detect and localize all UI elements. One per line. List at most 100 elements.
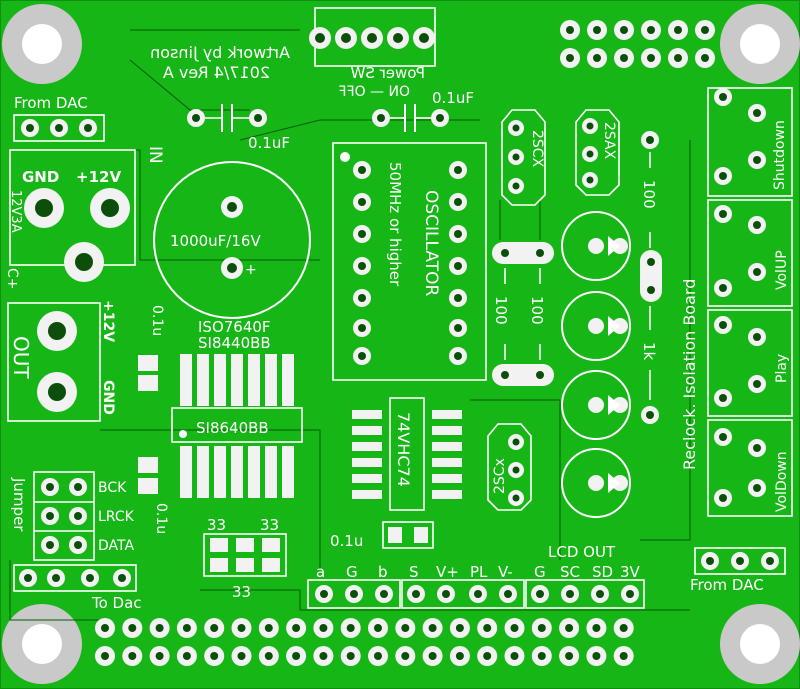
gpio-header[interactable]: [95, 618, 634, 666]
resistor-pair-100: [492, 242, 554, 386]
hdr-pl-text: PL: [470, 563, 488, 581]
led-3: [561, 370, 631, 440]
jumper-block[interactable]: [33, 471, 95, 561]
btn-play-text: Play: [774, 354, 790, 383]
chip-74vhc74: [352, 397, 462, 511]
gpio-pad-hole: [483, 652, 492, 660]
gnd-text: GND: [22, 168, 59, 186]
r100-c-text: 100: [640, 180, 658, 209]
gpio-pad-hole: [292, 624, 301, 632]
si8640bb-text: SI8640BB: [196, 419, 269, 437]
power-switch-header[interactable]: [309, 7, 436, 67]
gpio-pad-hole: [455, 652, 464, 660]
r33-resistor-array: [203, 533, 287, 577]
gpio-pad-hole: [510, 652, 519, 660]
cap-0-1uf-left: [187, 104, 267, 132]
cap-0-1uf-right: [372, 104, 449, 132]
cap-0-1u-side-text: 0.1u: [153, 503, 169, 534]
artwork-credit-text: Artwork by Jinson: [150, 43, 290, 62]
gpio-pad-hole: [619, 652, 628, 660]
gpio-pad-hole: [401, 652, 410, 660]
hdr-s-text: S: [409, 563, 419, 581]
mount-hole-top-right: [720, 4, 800, 84]
dc-input-terminal[interactable]: [9, 149, 136, 282]
in-text: IN: [145, 146, 165, 164]
isolator-footprint: [171, 354, 303, 498]
iso7640f-text: ISO7640F: [198, 318, 271, 336]
from-dac-bottom-header[interactable]: [694, 547, 786, 575]
r33-b-text: 33: [232, 583, 251, 601]
resistor-1k: [641, 306, 659, 424]
out-text: OUT: [9, 336, 33, 379]
v12-3a-text: 12V3A: [8, 190, 23, 233]
osc-freq-text: 50MHz or higher: [386, 162, 404, 287]
cap-0-1uf-right-text: 0.1uF: [432, 89, 474, 107]
lcd-out-text: LCD OUT: [548, 543, 616, 561]
bottom-signal-header[interactable]: [307, 579, 645, 609]
btn-volup-text: VolUP: [774, 250, 790, 290]
button-play[interactable]: [707, 309, 793, 417]
gpio-pad-hole: [128, 624, 137, 632]
mount-hole-bottom-left: [2, 604, 82, 684]
plus12v-text: +12V: [76, 168, 121, 186]
led-4: [561, 448, 631, 518]
r1k-text: 1k: [640, 342, 658, 361]
lcd-sd-text: SD: [592, 563, 613, 581]
resistor-100-right: [640, 131, 662, 302]
gpio-pad-hole: [401, 624, 410, 632]
svg-text:+: +: [245, 262, 257, 278]
r100-a-text: 100: [492, 296, 510, 325]
gpio-pad-hole: [510, 624, 519, 632]
from-dac-top-header[interactable]: [13, 114, 105, 142]
oscillator-text: OSCILLATOR: [421, 190, 441, 296]
btn-voldown-text: VolDown: [774, 451, 790, 512]
gpio-pad-hole: [455, 624, 464, 632]
gpio-pad-hole: [182, 624, 191, 632]
gpio-pad-hole: [565, 624, 574, 632]
lcd-3v-text: 3V: [620, 563, 641, 581]
gpio-pad-hole: [537, 624, 546, 632]
to-dac-header[interactable]: [13, 564, 137, 592]
gpio-pad-hole: [374, 624, 382, 632]
lrck-text: LRCK: [98, 509, 135, 525]
mount-hole-top-left: [2, 4, 82, 84]
r33-c-text: 33: [260, 516, 279, 534]
data-text: DATA: [98, 538, 134, 554]
out-gnd-text: GND: [100, 380, 116, 415]
gpio-pad-hole: [101, 652, 109, 660]
cap-0-1u-vert-pads: [138, 355, 158, 391]
gpio-pad-hole: [182, 652, 191, 660]
button-voldown[interactable]: [707, 419, 793, 517]
cap-0-1u-side-pads: [138, 457, 158, 494]
cap-1000uf: +: [153, 161, 311, 319]
dc-output-terminal[interactable]: [7, 302, 101, 422]
button-volup[interactable]: [707, 199, 793, 307]
cap-1000uf-text: 1000uF/16V: [170, 232, 261, 250]
gpio-pad-hole: [155, 624, 164, 632]
gpio-pad-hole: [319, 624, 328, 632]
gpio-pad-hole: [428, 652, 437, 660]
button-shutdown[interactable]: [707, 87, 793, 197]
gpio-pad-hole: [346, 652, 355, 660]
gpio-pad-hole: [155, 652, 164, 660]
gpio-pad-hole: [592, 624, 601, 632]
btn-shutdown-text: Shutdown: [772, 120, 788, 190]
cap-0-1u-bottom-text: 0.1u: [330, 532, 363, 550]
hdr-g-text: G: [346, 563, 358, 581]
gpio-pad-hole: [483, 624, 492, 632]
r100-b-text: 100: [528, 296, 546, 325]
mount-hole-bottom-right: [720, 604, 800, 684]
gpio-pad-hole: [346, 624, 355, 632]
gpio-pad-hole: [210, 652, 219, 660]
revision-text: 2017/4 Rev A: [163, 63, 270, 82]
gpio-pad-hole: [264, 624, 273, 632]
oscillator-module: [332, 142, 487, 381]
bck-text: BCK: [98, 480, 127, 496]
gpio-pad-hole: [428, 624, 437, 632]
gpio-pad-hole: [374, 652, 382, 660]
led-1: [561, 211, 631, 281]
cap-0-1u-bottom-pads: [382, 521, 434, 549]
